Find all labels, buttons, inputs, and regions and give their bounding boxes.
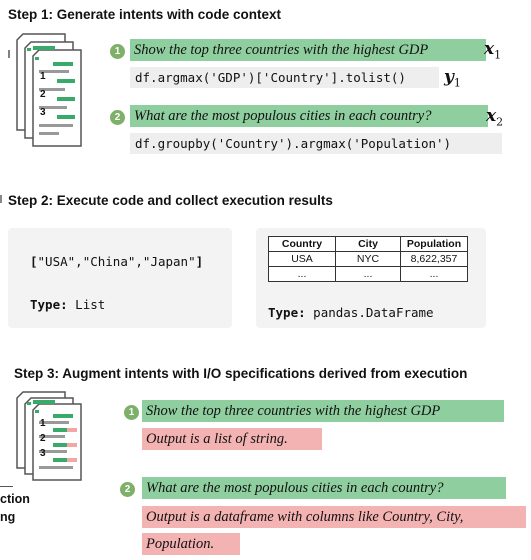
doc-line	[53, 428, 67, 432]
doc-line-spec	[67, 458, 77, 462]
doc-line	[53, 62, 73, 66]
step2-title: Step 2: Execute code and collect executi…	[8, 193, 333, 208]
step3-badge-1: 1	[124, 405, 139, 420]
doc-line	[39, 132, 59, 135]
step1-intent-2: What are the most populous cities in eac…	[130, 105, 488, 127]
df-header-cell: City	[335, 236, 401, 252]
doc-line	[39, 70, 69, 73]
doc-line	[39, 124, 73, 127]
step1-x2-label: x2	[486, 106, 504, 129]
doc-number: 3	[40, 107, 46, 118]
df-row: ... ... ...	[268, 266, 468, 282]
df-row: USA NYC 8,622,357	[268, 251, 468, 267]
step3-intent-1: Show the top three countries with the hi…	[142, 400, 504, 422]
df-cell: NYC	[335, 251, 401, 267]
step1-code-1: df.argmax('GDP')['Country'].tolist()	[130, 67, 439, 88]
df-header-cell: Country	[268, 236, 336, 252]
df-cell: 8,622,357	[400, 251, 468, 267]
doc-line	[39, 435, 65, 438]
doc-line	[39, 88, 65, 91]
step2-edge-mark	[0, 195, 7, 203]
doc-line	[39, 106, 67, 109]
edge-label-line2: ng	[0, 510, 16, 524]
df-header-row: Country City Population	[268, 236, 468, 252]
edge-label-line1: ction	[0, 492, 30, 506]
doc-line	[57, 115, 75, 119]
doc-line	[57, 97, 75, 101]
df-result-type: Type: pandas.DataFrame	[268, 305, 434, 320]
doc-line	[39, 421, 69, 424]
df-result-table: Country City Population USA NYC 8,622,35…	[268, 236, 468, 282]
doc-number: 2	[40, 433, 46, 444]
step1-badge-1: 1	[110, 44, 125, 59]
step1-code-2: df.groupby('Country').argmax('Population…	[130, 133, 502, 154]
list-result-box	[8, 228, 232, 328]
step3-title: Step 3: Augment intents with I/O specifi…	[14, 366, 468, 381]
doc-line	[57, 79, 75, 83]
doc-number: 1	[40, 418, 46, 429]
doc-number: 2	[40, 89, 46, 100]
doc-line	[39, 466, 73, 469]
list-result-value: ["USA","China","Japan"]	[30, 254, 204, 269]
document-stack-icon	[8, 33, 82, 147]
list-result-type: Type: List	[30, 297, 106, 312]
step1-x1-label: x1	[484, 39, 502, 62]
doc-line	[53, 458, 67, 462]
step1-intent-1: Show the top three countries with the hi…	[130, 39, 486, 61]
doc-line-spec	[67, 428, 77, 432]
doc-number: 3	[40, 448, 46, 459]
doc-number: 1	[40, 71, 46, 82]
doc-line	[53, 414, 73, 418]
step3-spec-1: Output is a list of string.	[142, 428, 322, 450]
df-cell: ...	[335, 266, 401, 282]
doc-line-spec	[67, 443, 77, 447]
connector-line	[0, 486, 13, 487]
step3-spec-2-line2: Population.	[142, 533, 240, 555]
df-header-cell: Population	[400, 236, 468, 252]
doc-line	[53, 443, 67, 447]
step3-intent-2: What are the most populous cities in eac…	[142, 477, 506, 499]
df-cell: ...	[268, 266, 336, 282]
df-cell: USA	[268, 251, 336, 267]
doc-line	[39, 450, 67, 453]
step1-badge-2: 2	[110, 110, 125, 125]
augmented-document-stack-icon	[16, 391, 82, 481]
step3-spec-2-line1: Output is a dataframe with columns like …	[142, 506, 526, 528]
step1-y1-label: y1	[444, 67, 461, 90]
step1-title: Step 1: Generate intents with code conte…	[8, 7, 282, 22]
step3-badge-2: 2	[120, 482, 135, 497]
df-cell: ...	[400, 266, 468, 282]
